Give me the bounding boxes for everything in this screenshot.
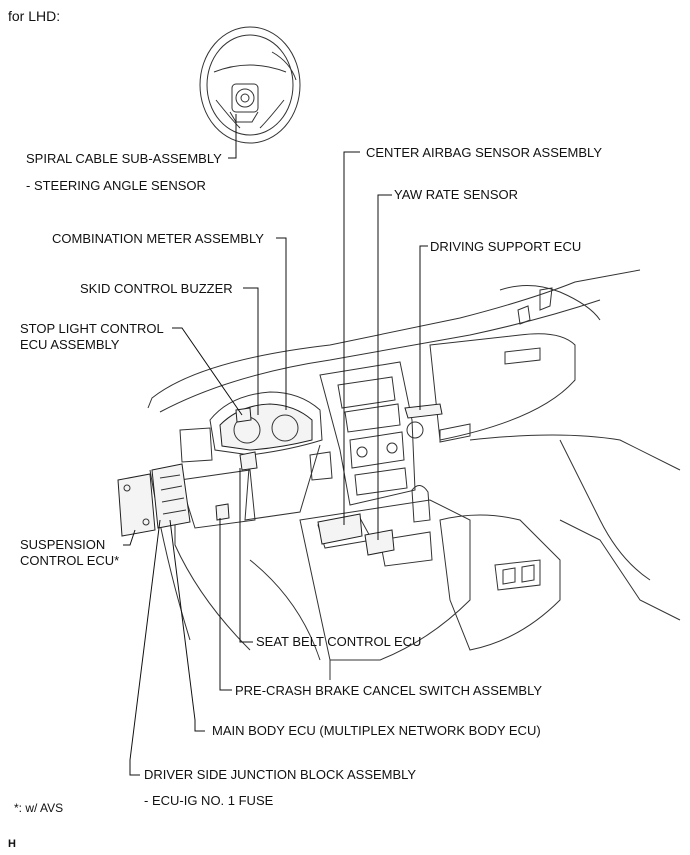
figure-code: H [8,838,16,850]
label-center-airbag-sensor: CENTER AIRBAG SENSOR ASSEMBLY [366,145,602,160]
label-suspension-line2: CONTROL ECU* [20,553,120,568]
label-yaw-rate-sensor: YAW RATE SENSOR [394,187,518,202]
label-driver-side-junction-block: DRIVER SIDE JUNCTION BLOCK ASSEMBLY [144,767,417,782]
label-ecu-ig-fuse: - ECU-IG NO. 1 FUSE [144,793,274,808]
label-steering-angle-sensor: - STEERING ANGLE SENSOR [26,178,206,193]
label-suspension-line1: SUSPENSION [20,537,106,552]
label-combination-meter: COMBINATION METER ASSEMBLY [52,231,264,246]
steering-wheel-illustration [199,26,301,144]
leader-lines [123,114,428,776]
label-stop-light-control-line2: ECU ASSEMBLY [20,337,120,352]
page-title: for LHD: [8,8,61,24]
label-precrash-brake-cancel-switch: PRE-CRASH BRAKE CANCEL SWITCH ASSEMBLY [235,683,543,698]
dashboard-illustration [147,269,681,680]
label-driving-support-ecu: DRIVING SUPPORT ECU [430,239,582,254]
label-main-body-ecu: MAIN BODY ECU (MULTIPLEX NETWORK BODY EC… [212,723,541,738]
footnote: *: w/ AVS [14,801,64,815]
label-stop-light-control-line1: STOP LIGHT CONTROL [20,321,164,336]
label-spiral-cable: SPIRAL CABLE SUB-ASSEMBLY [26,151,222,166]
component-parts [117,407,395,556]
label-seat-belt-control-ecu: SEAT BELT CONTROL ECU [256,634,422,649]
label-skid-control-buzzer: SKID CONTROL BUZZER [80,281,233,296]
